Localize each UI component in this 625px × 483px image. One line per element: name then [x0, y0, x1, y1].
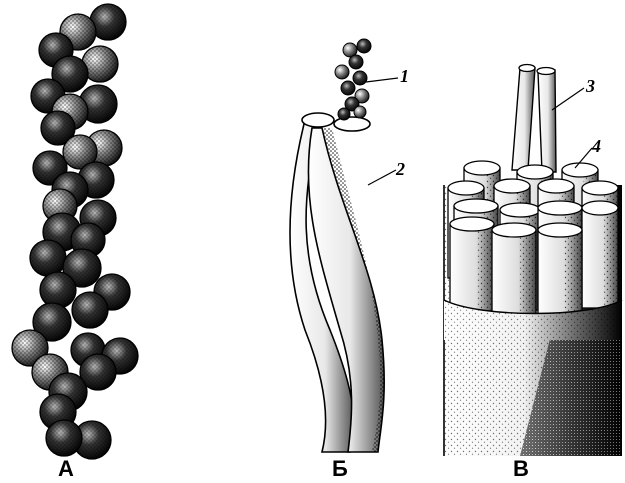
globule-spheres [12, 4, 138, 459]
callout-4: 4 [591, 136, 601, 156]
panel-a-globule-chain: А [12, 4, 138, 481]
rod-top [448, 181, 484, 195]
panel-a-label: А [58, 456, 74, 481]
callout-2: 2 [395, 159, 405, 179]
rod-top [494, 179, 530, 193]
mini-globule-cluster [335, 39, 371, 120]
panel-c-label: В [513, 456, 529, 481]
rod-stipple [518, 230, 536, 326]
rod-top [538, 179, 574, 193]
mini-globule [335, 65, 349, 79]
rod-top [492, 223, 536, 237]
rising-strand-left-top [519, 65, 535, 72]
rod-top [582, 201, 618, 215]
globule-stipple [40, 272, 76, 308]
mini-globule [338, 108, 350, 120]
mini-globule [341, 81, 355, 95]
rod-top [538, 201, 582, 215]
globule-stipple [46, 420, 82, 456]
mini-globule [349, 55, 363, 69]
rod-top [450, 217, 494, 231]
panel-b-twisted-strands: 1 2 Б [290, 39, 409, 481]
callout-3: 3 [585, 76, 595, 96]
rod-top [454, 199, 498, 213]
front-strand-top [334, 117, 370, 131]
callout-1: 1 [400, 66, 409, 86]
callout-line-2 [368, 170, 396, 185]
panel-c-fiber-bundle: 3 4 В [444, 65, 622, 482]
rod-top [464, 161, 500, 175]
callout-line-1 [366, 78, 398, 82]
rod-top [538, 223, 582, 237]
inner-rods [444, 161, 622, 340]
panel-b-label: Б [332, 456, 348, 481]
rod-top [562, 163, 598, 177]
rising-strand-right-top [537, 68, 555, 75]
mini-globule [354, 106, 366, 118]
rod-stipple [604, 208, 618, 308]
rod-top [500, 203, 540, 217]
rising-strand-left [512, 68, 535, 170]
rod-top [582, 181, 618, 195]
globule-stipple [30, 240, 66, 276]
callout-line-3 [552, 88, 584, 110]
back-strand-top [302, 113, 334, 127]
globule-stipple [72, 292, 108, 328]
mini-globule [357, 39, 371, 53]
rising-strand-right [538, 70, 556, 172]
rod-top [517, 165, 553, 179]
mini-globule [353, 71, 367, 85]
